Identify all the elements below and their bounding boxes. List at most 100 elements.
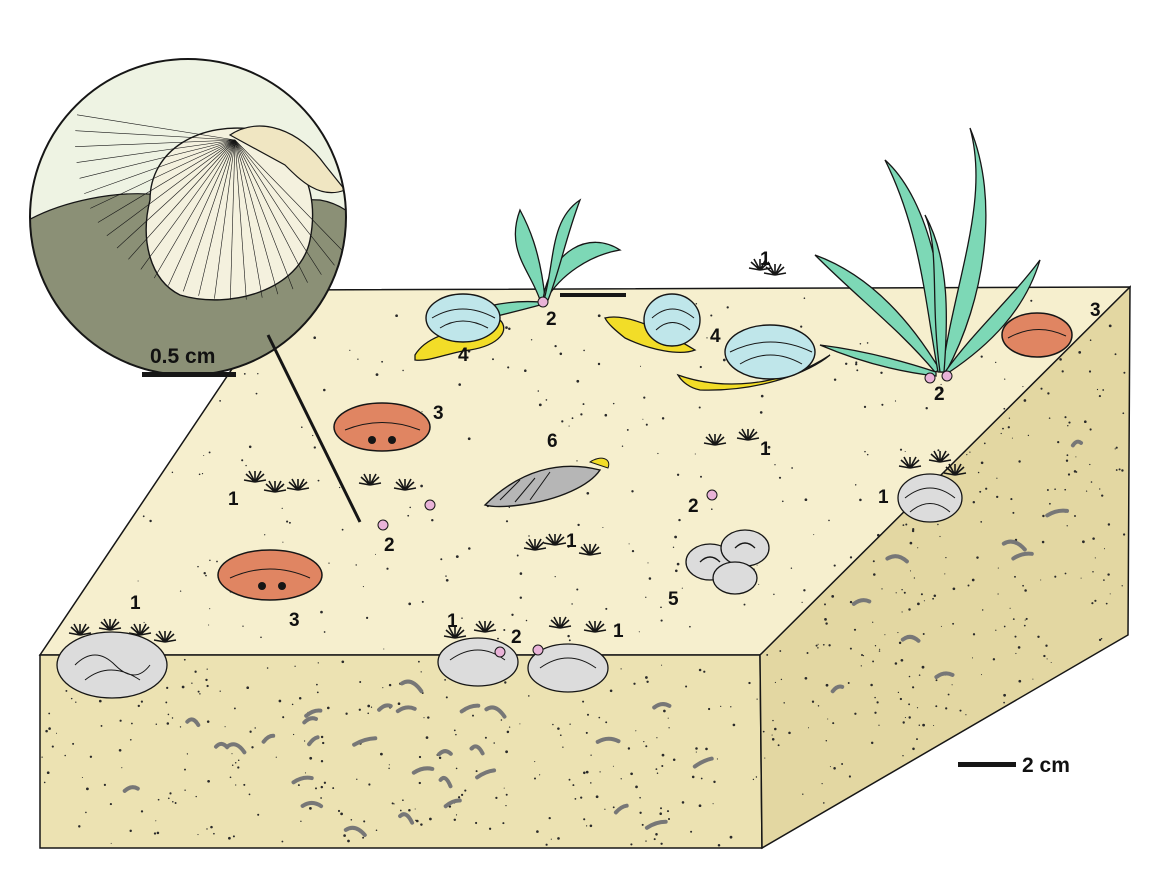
label-2: 2 xyxy=(934,385,945,404)
speckle xyxy=(228,837,231,840)
speckle xyxy=(461,794,463,796)
speckle xyxy=(781,679,782,680)
speckle xyxy=(1040,579,1041,580)
speckle xyxy=(503,629,505,631)
speckle xyxy=(357,359,358,360)
speckle xyxy=(933,725,934,726)
speckle xyxy=(678,519,680,521)
label-6: 6 xyxy=(547,432,558,451)
speckle xyxy=(539,404,542,407)
speckle xyxy=(194,671,196,673)
speckle xyxy=(939,536,940,537)
speckle xyxy=(662,417,664,419)
speckle xyxy=(622,445,623,446)
speckle xyxy=(41,756,42,757)
speckle xyxy=(602,527,603,528)
speckle xyxy=(772,735,773,736)
speckle xyxy=(231,753,232,754)
worm-clump-icon xyxy=(57,632,167,698)
speckle xyxy=(973,633,975,635)
speckle xyxy=(400,810,402,812)
speckle xyxy=(1123,372,1125,374)
speckle xyxy=(172,472,173,473)
speckle xyxy=(309,807,312,810)
speckle xyxy=(610,690,613,693)
speckle xyxy=(948,694,950,696)
speckle xyxy=(1054,488,1056,490)
speckle xyxy=(342,529,344,531)
speckle xyxy=(304,740,305,741)
speckle xyxy=(1003,694,1006,697)
speckle xyxy=(343,834,346,837)
label-1: 1 xyxy=(760,440,771,459)
speckle xyxy=(1025,620,1026,621)
speckle xyxy=(645,597,646,598)
speckle xyxy=(973,501,975,503)
speckle xyxy=(166,687,168,689)
speckle xyxy=(1001,433,1002,434)
speckle xyxy=(458,796,460,798)
speckle xyxy=(156,724,157,725)
speckle xyxy=(643,397,645,399)
speckle xyxy=(244,373,246,375)
speckle xyxy=(421,411,422,412)
speckle xyxy=(590,825,593,828)
speckle xyxy=(380,753,383,756)
speckle xyxy=(718,844,721,847)
speckle xyxy=(791,567,792,568)
speckle xyxy=(1030,300,1032,302)
label-1: 1 xyxy=(760,250,771,269)
speckle xyxy=(912,686,914,688)
speckle xyxy=(456,555,459,558)
speckle xyxy=(567,635,569,637)
speckle xyxy=(832,722,834,724)
speckle xyxy=(969,452,970,453)
speckle xyxy=(209,451,211,453)
speckle xyxy=(598,314,601,317)
speckle xyxy=(317,692,319,694)
label-1: 1 xyxy=(566,532,577,551)
speckle xyxy=(965,714,966,715)
speckle xyxy=(902,755,903,756)
speckle xyxy=(1095,557,1096,558)
speckle xyxy=(775,682,776,683)
speckle xyxy=(668,818,670,820)
speckle xyxy=(1123,533,1125,535)
speckle xyxy=(131,723,133,725)
speckle xyxy=(138,705,140,707)
speckle xyxy=(439,757,441,759)
speckle xyxy=(504,788,505,789)
speckle xyxy=(561,420,563,422)
speckle xyxy=(996,496,998,498)
speckle xyxy=(1081,578,1082,579)
speckle xyxy=(677,563,680,566)
speckle xyxy=(341,660,344,663)
speckle xyxy=(576,588,578,590)
speckle xyxy=(528,695,530,697)
speckle xyxy=(952,623,954,625)
speckle xyxy=(1015,636,1017,638)
speckle xyxy=(856,369,858,371)
speckle xyxy=(912,748,915,751)
speckle xyxy=(908,703,910,705)
speckle xyxy=(827,718,828,719)
speckle xyxy=(981,462,984,465)
speckle xyxy=(446,579,449,582)
speckle xyxy=(656,737,657,738)
speckle xyxy=(860,343,862,345)
speckle xyxy=(238,759,240,761)
speckle xyxy=(1082,540,1085,543)
speckle xyxy=(730,836,733,839)
speckle xyxy=(279,700,282,703)
speckle xyxy=(923,633,925,635)
speckle xyxy=(818,644,819,645)
speckle xyxy=(873,573,876,576)
speckle xyxy=(320,797,322,799)
speckle xyxy=(753,779,754,780)
speckle xyxy=(506,794,508,796)
speckle xyxy=(45,730,48,733)
speckle xyxy=(507,731,510,734)
speckle xyxy=(1062,370,1064,372)
speckle xyxy=(184,769,186,771)
speckle xyxy=(294,666,295,667)
